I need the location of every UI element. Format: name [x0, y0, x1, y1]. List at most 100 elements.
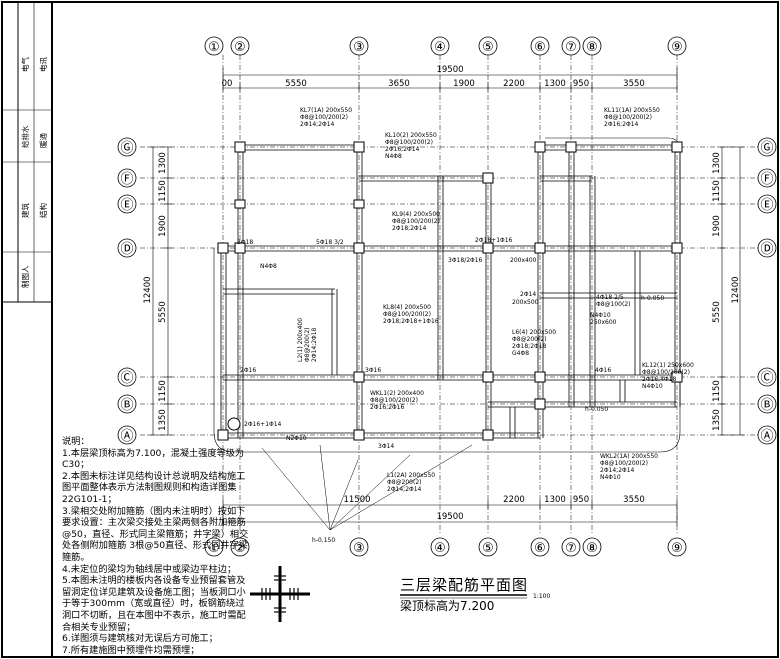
svg-text:Ⓕ: Ⓕ — [760, 172, 773, 187]
svg-text:200x500: 200x500 — [512, 299, 539, 306]
svg-text:2Φ16: 2Φ16 — [240, 367, 256, 374]
svg-text:2Φ18;2Φ14: 2Φ18;2Φ14 — [392, 225, 427, 232]
svg-text:2Φ14;2Φ14: 2Φ14;2Φ14 — [387, 486, 422, 493]
svg-text:2Φ16;2Φ14: 2Φ16;2Φ14 — [385, 146, 420, 153]
svg-text:2Φ14;2Φ18: 2Φ14;2Φ18 — [311, 327, 318, 362]
column-axis-top: ① ② ③ ④ ⑤ ⑥ ⑦ ⑧ ⑨ — [204, 36, 687, 56]
panel-cell-1-1: 暖通 — [38, 133, 48, 148]
svg-text:3550: 3550 — [623, 495, 645, 505]
svg-text:1150: 1150 — [712, 380, 722, 402]
svg-text:h-0.050: h-0.050 — [585, 406, 608, 413]
design-notes: 说明： 1.本层梁顶标高为7.100，混凝土强度等级为C30； 2.本图未标注详… — [62, 436, 252, 656]
svg-text:L1(2A) 200x550: L1(2A) 200x550 — [387, 472, 435, 479]
column-axis-bottom: ① ② ③ ④ ⑤ ⑥ ⑦ ⑧ ⑨ — [204, 537, 687, 557]
svg-text:3Φ18/2Φ16: 3Φ18/2Φ16 — [448, 257, 483, 264]
svg-text:Ⓖ: Ⓖ — [760, 141, 773, 156]
svg-text:2Φ16;4Φ18: 2Φ16;4Φ18 — [642, 376, 677, 383]
svg-text:2Φ18+1Φ16: 2Φ18+1Φ16 — [475, 237, 513, 244]
dimension-right — [718, 146, 744, 436]
svg-text:Φ8@100/200(2): Φ8@100/200(2) — [604, 114, 652, 121]
panel-cell-0-1: 电讯 — [38, 57, 48, 72]
svg-text:1300: 1300 — [544, 495, 566, 505]
note-item: 4.未定位的梁均为轴线居中或梁边平柱边； — [62, 563, 237, 575]
panel-cell-2-1: 结构 — [38, 203, 48, 218]
svg-text:Ⓒ: Ⓒ — [760, 371, 773, 386]
svg-text:4Φ16: 4Φ16 — [595, 367, 611, 374]
svg-text:Ⓖ: Ⓖ — [120, 141, 133, 156]
svg-text:1150: 1150 — [158, 180, 168, 202]
svg-text:Ⓕ: Ⓕ — [120, 172, 133, 187]
svg-text:1350: 1350 — [712, 409, 722, 431]
svg-text:1150: 1150 — [158, 380, 168, 402]
svg-text:Φ8@100/200(2): Φ8@100/200(2) — [385, 139, 433, 146]
svg-text:②: ② — [234, 40, 246, 55]
svg-text:2Φ18;2Φ18: 2Φ18;2Φ18 — [512, 343, 547, 350]
svg-text:Φ8@100/200(2): Φ8@100/200(2) — [392, 218, 440, 225]
svg-text:④: ④ — [434, 541, 446, 556]
svg-text:KL10(2) 200x550: KL10(2) 200x550 — [385, 132, 437, 139]
svg-text:00: 00 — [222, 79, 233, 89]
dimension-left — [148, 146, 172, 436]
row-axis-left: Ⓖ Ⓕ Ⓔ Ⓓ Ⓒ Ⓑ Ⓐ — [117, 137, 137, 445]
note-item: 5.本图未注明的楼板内各设备专业预留套管及留洞定位详见建筑及设备施工图；当板洞口… — [62, 575, 246, 633]
svg-text:4Φ18 2/5: 4Φ18 2/5 — [596, 294, 624, 301]
svg-text:N4Φ8: N4Φ8 — [260, 263, 277, 270]
svg-text:Φ8@200(2): Φ8@200(2) — [387, 479, 422, 486]
svg-text:Φ8@100/200(2): Φ8@100/200(2) — [600, 460, 648, 467]
svg-text:N4Φ10: N4Φ10 — [590, 312, 611, 319]
svg-text:2Φ16;2Φ14: 2Φ16;2Φ14 — [604, 121, 639, 128]
left-panel: 电气 电讯 给排水 暖通 建筑 结构 制图人 — [2, 2, 52, 303]
beams — [220, 144, 681, 439]
svg-text:N4Φ10: N4Φ10 — [642, 383, 663, 390]
drawing-title-block: 三层梁配筋平面图 梁顶标高为7.200 — [400, 574, 528, 614]
svg-text:19500: 19500 — [436, 512, 463, 522]
drawing-title: 三层梁配筋平面图 — [400, 576, 529, 594]
svg-text:⑥: ⑥ — [534, 541, 546, 556]
svg-text:KL12(1) 250x600: KL12(1) 250x600 — [642, 362, 694, 369]
svg-text:Φ8@200(2): Φ8@200(2) — [304, 328, 311, 363]
svg-text:2200: 2200 — [503, 79, 525, 89]
dimension-left-text: 12400 1300 1150 1900 5550 1150 1350 — [143, 152, 168, 431]
svg-text:1300: 1300 — [544, 79, 566, 89]
svg-text:⑥: ⑥ — [534, 40, 546, 55]
svg-text:1150: 1150 — [712, 180, 722, 202]
svg-text:Ⓑ: Ⓑ — [760, 398, 773, 413]
note-item: 3.梁相交处附加箍筋（图内未注明时）按如下要求设置：主次梁交接处主梁两侧各附加箍… — [62, 505, 249, 563]
svg-text:3550: 3550 — [623, 79, 645, 89]
svg-text:1900: 1900 — [158, 215, 168, 237]
svg-text:3650: 3650 — [388, 79, 410, 89]
svg-text:Ⓔ: Ⓔ — [760, 198, 773, 213]
svg-text:⑤: ⑤ — [482, 541, 494, 556]
svg-text:2Φ16;2Φ16: 2Φ16;2Φ16 — [370, 404, 405, 411]
beam-annotations: KL7(1A) 200x550 Φ8@100/200(2) 2Φ14;2Φ14 … — [237, 107, 694, 544]
svg-text:③: ③ — [353, 40, 365, 55]
svg-text:200x400: 200x400 — [510, 257, 537, 264]
svg-text:KL7(1A) 200x550: KL7(1A) 200x550 — [300, 107, 352, 114]
svg-text:Ⓓ: Ⓓ — [760, 242, 773, 257]
columns — [217, 141, 683, 441]
svg-text:11500: 11500 — [343, 495, 370, 505]
svg-text:250x600: 250x600 — [590, 319, 617, 326]
svg-text:⑦: ⑦ — [565, 541, 577, 556]
panel-cell-2-0: 建筑 — [20, 203, 30, 218]
svg-text:⑤: ⑤ — [482, 40, 494, 55]
svg-text:①: ① — [208, 40, 220, 55]
svg-text:1350: 1350 — [158, 409, 168, 431]
circular-column — [227, 417, 241, 431]
svg-text:WKL1(2) 200x400: WKL1(2) 200x400 — [370, 390, 424, 397]
note-item: 1.本层梁顶标高为7.100，混凝土强度等级为C30； — [62, 447, 245, 471]
slab-outline — [213, 137, 681, 453]
svg-text:L6(4) 200x500: L6(4) 200x500 — [512, 329, 556, 336]
drawing-subtitle: 梁顶标高为7.200 — [400, 599, 495, 613]
svg-text:2Φ18;2Φ18+1Φ16: 2Φ18;2Φ18+1Φ16 — [383, 318, 439, 325]
svg-text:Φ8@100/200(2): Φ8@100/200(2) — [383, 311, 431, 318]
svg-text:Φ8@100/200(2): Φ8@100/200(2) — [370, 397, 418, 404]
svg-text:2Φ14: 2Φ14 — [520, 291, 536, 298]
svg-text:Ⓓ: Ⓓ — [120, 242, 133, 257]
svg-text:2Φ14;2Φ14: 2Φ14;2Φ14 — [600, 467, 635, 474]
svg-text:5550: 5550 — [158, 301, 168, 323]
svg-text:L2(1) 200x400: L2(1) 200x400 — [297, 318, 304, 362]
dimension-bottom-text: 11500 2200 1300 950 3550 19500 — [343, 495, 644, 522]
